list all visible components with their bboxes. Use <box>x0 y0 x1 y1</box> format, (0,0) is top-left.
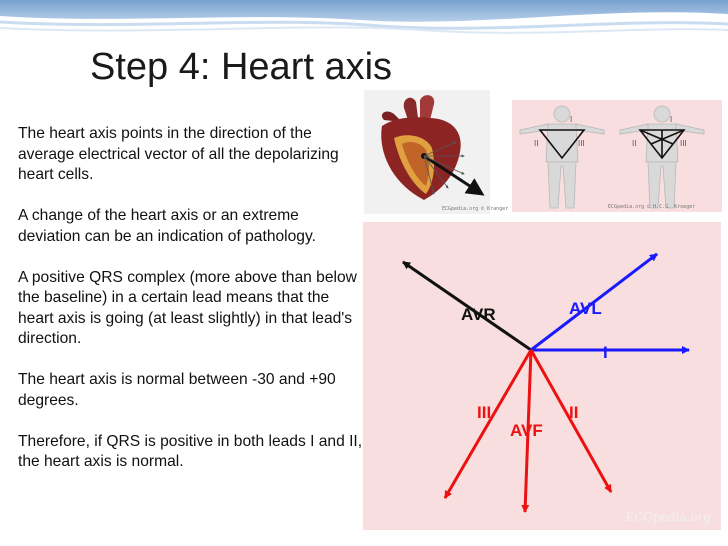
lead-label-ii-left: II <box>534 139 538 148</box>
axis-diagram-svg: AVR AVL I III AVF II <box>402 252 690 513</box>
axis-credit: ECGpedia.org <box>625 510 711 524</box>
label-avf: AVF <box>510 421 543 440</box>
figure-left <box>519 105 605 209</box>
lead-label-iii-left: III <box>578 139 585 148</box>
paragraph-axis-definition: The heart axis points in the direction o… <box>18 125 339 183</box>
heart-credit: ECGpedia.org © Kranger <box>442 206 509 212</box>
paragraph-deviation: A change of the heart axis or an extreme… <box>18 207 316 245</box>
vector-avr <box>402 260 532 352</box>
vector-ii <box>529 349 613 493</box>
lead-label-i-left: I <box>570 115 572 124</box>
heart-icon <box>381 95 485 200</box>
paragraph-positive-qrs: A positive QRS complex (more above than … <box>18 268 357 348</box>
paragraph-conclusion: Therefore, if QRS is positive in both le… <box>18 432 363 471</box>
header-wave-banner <box>0 0 728 40</box>
vector-avf <box>521 349 533 513</box>
heart-axis-diagram: AVR AVL I III AVF II ECGpedia.org <box>363 222 721 530</box>
leads-credit: ECGpedia.org © H.C.G. Kroeger <box>608 204 696 210</box>
einthoven-leads-illustration: I II III I II III ECGpedia.org © H.C.G. … <box>512 100 722 212</box>
label-avr: AVR <box>461 305 496 324</box>
vector-avl <box>530 252 658 352</box>
body-text: The heart axis points in the direction o… <box>18 124 363 493</box>
label-ii: II <box>569 403 578 422</box>
body-figures-icon: I II III I II III <box>519 105 705 209</box>
lead-label-i-right: I <box>670 115 672 124</box>
vector-iii <box>443 349 533 499</box>
heart-illustration: ECGpedia.org © Kranger <box>364 90 508 214</box>
lead-label-ii-right: II <box>632 139 636 148</box>
label-avl: AVL <box>569 299 602 318</box>
label-iii: III <box>477 403 491 422</box>
slide-title: Step 4: Heart axis <box>90 46 393 88</box>
figure-right <box>619 105 705 209</box>
lead-label-iii-right: III <box>680 139 687 148</box>
label-i: I <box>603 343 608 362</box>
paragraph-normal-range: The heart axis is normal between -30 and… <box>18 371 336 409</box>
